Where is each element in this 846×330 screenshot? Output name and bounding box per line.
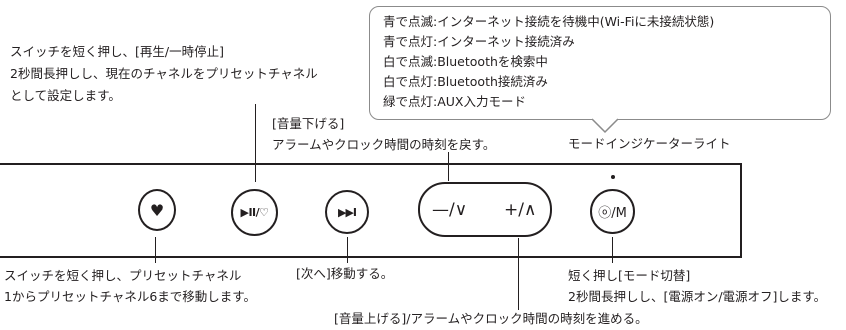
power-mode-icon: ⓞ/M [598, 206, 627, 221]
led-status-line: 青で点滅:インターネット接続を待機中(Wi-Fiに未接続状態) [383, 14, 715, 29]
play-pause-icon: ▶II/♡ [240, 206, 269, 219]
infobox-pointer [591, 118, 619, 134]
volume-down-leader-line [448, 152, 449, 181]
heart-icon: ♥ [149, 200, 165, 220]
mode-callout-line: 短く押し[モード切替] [568, 268, 691, 283]
next-leader-line [347, 237, 348, 263]
preset-callout-line: 1からプリセットチャネル6まで移動します。 [4, 289, 257, 304]
preset-heart-button[interactable]: ♥ [138, 189, 176, 231]
preset-callout-line: スイッチを短く押し、プリセットチャネル [4, 268, 242, 283]
volume-rocker: —/∨ +/∧ [418, 182, 552, 237]
volume-down-callout-line: [音量下げる] [272, 116, 345, 131]
led-status-line: 緑で点灯:AUX入力モード [383, 94, 526, 109]
volume-up-button[interactable]: +/∧ [504, 199, 537, 220]
mode-leader-line [612, 237, 613, 263]
mode-callout-line: 2秒間長押しし、[電源オン/電源オフ]します。 [568, 289, 827, 304]
led-status-line: 白で点灯:Bluetooth接続済み [383, 74, 548, 89]
mode-indicator-label: モードインジケーターライト [568, 136, 731, 151]
volume-up-leader-line [518, 238, 519, 310]
play-pause-button[interactable]: ▶II/♡ [231, 189, 278, 236]
play-pause-callout-line: として設定します。 [10, 88, 121, 103]
play-pause-callout-line: スイッチを短く押し、[再生/一時停止] [10, 44, 224, 59]
play-pause-leader-line [255, 104, 256, 182]
led-status-line: 白で点滅:Bluetoothを検索中 [383, 54, 548, 69]
mode-power-button[interactable]: ⓞ/M [590, 189, 635, 234]
play-pause-callout-line: 2秒間長押しし、現在のチャネルをプリセットチャネル [10, 66, 318, 81]
led-status-box: 青で点滅:インターネット接続を待機中(Wi-Fiに未接続状態) 青で点灯:インタ… [369, 6, 831, 120]
next-callout: [次へ]移動する。 [296, 266, 394, 281]
volume-down-button[interactable]: —/∨ [432, 199, 468, 220]
next-button[interactable]: ▶▶I [325, 190, 369, 234]
next-track-icon: ▶▶I [337, 205, 357, 219]
volume-down-callout-line: アラームやクロック時間の時刻を戻す。 [272, 137, 496, 152]
device-panel [0, 163, 742, 258]
preset-leader-line [155, 237, 156, 263]
volume-up-callout: [音量上げる]/アラームやクロック時間の時刻を進める。 [334, 311, 648, 326]
led-status-line: 青で点灯:インターネット接続済み [383, 34, 575, 49]
mode-indicator-light [611, 175, 615, 179]
